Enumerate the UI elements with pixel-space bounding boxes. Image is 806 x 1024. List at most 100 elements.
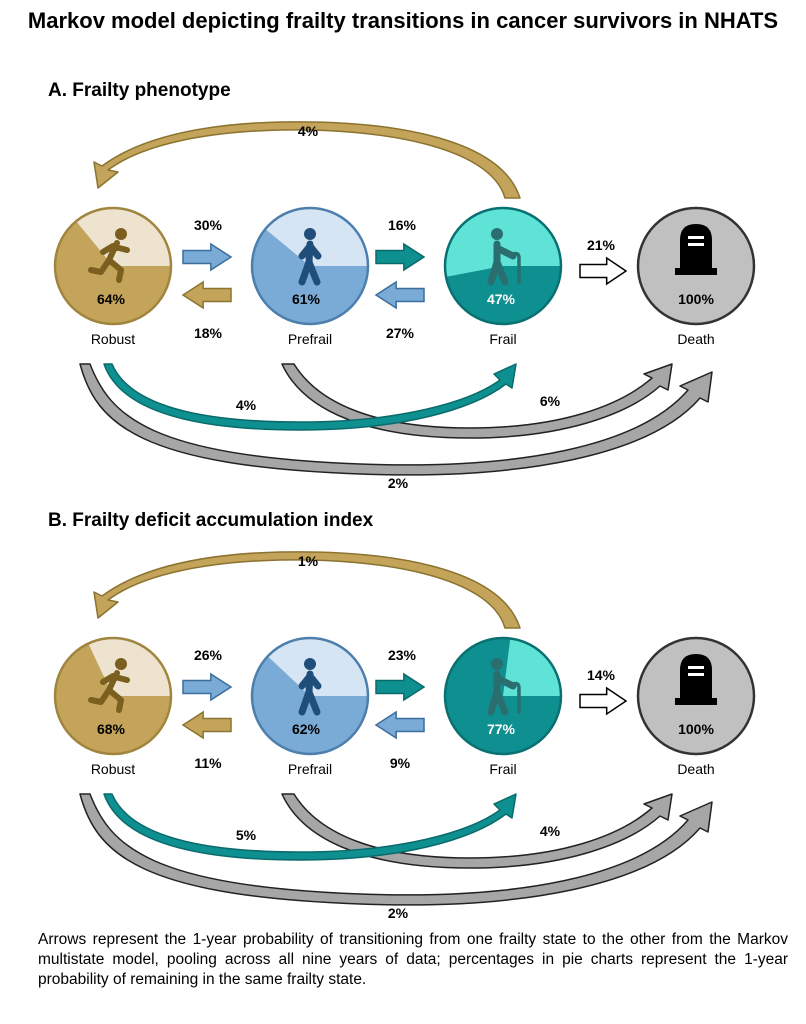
tombstone-icon <box>675 654 717 705</box>
label-robust-to-death: 2% <box>388 905 409 921</box>
label-robust-to-frail: 5% <box>236 827 257 843</box>
arrow-prefrail-to-robust <box>181 710 232 740</box>
cane <box>511 251 521 284</box>
panel-b-heading: B. Frailty deficit accumulation index <box>48 510 374 531</box>
runner-head <box>115 658 127 670</box>
tombstone-body <box>680 224 712 270</box>
panel-a-diagram: 4% 64% 61% 47% 100% Robust Prefrail Frail Death 3… <box>53 121 756 491</box>
label-robust-to-death: 2% <box>388 475 409 491</box>
stay-frail-value: 47% <box>487 291 516 307</box>
runner-body <box>88 240 130 283</box>
arrow-robust-to-death <box>79 363 713 476</box>
label-prefrail-to-robust: 11% <box>194 755 222 771</box>
prefrail-pie-outline <box>250 206 370 326</box>
arrow-robust-to-frail <box>103 793 517 861</box>
tombstone-line <box>688 673 704 676</box>
death-pie-outline <box>636 636 756 756</box>
label-frail-to-robust: 4% <box>298 123 319 139</box>
tombstone-icon <box>675 224 717 275</box>
stay-death-value: 100% <box>678 721 714 737</box>
runner-head <box>115 228 127 240</box>
cane-person-body <box>487 240 517 286</box>
death-state-label: Death <box>677 331 714 347</box>
figure-caption: Arrows represent the 1-year probability … <box>38 931 788 988</box>
tombstone-body <box>680 654 712 700</box>
person-with-cane-icon <box>487 228 521 286</box>
running-person-icon <box>88 228 130 283</box>
walking-person-icon <box>298 658 322 716</box>
death-pie-outline <box>636 206 756 326</box>
robust-state-label: Robust <box>91 761 135 777</box>
arrow-prefrail-to-frail <box>375 242 426 272</box>
walker-body <box>298 240 322 286</box>
cane-person-head <box>491 228 503 240</box>
tombstone-line <box>688 236 704 239</box>
stay-frail-value: 77% <box>487 721 516 737</box>
frail-state-label: Frail <box>489 331 516 347</box>
prefrail-pie-outline <box>250 636 370 756</box>
label-prefrail-to-robust: 18% <box>194 325 223 341</box>
frail-state-label: Frail <box>489 761 516 777</box>
cane-person-body <box>487 670 517 716</box>
figure-title: Markov model depicting frailty transitio… <box>27 8 779 33</box>
tombstone-base <box>675 268 717 275</box>
cane-person-head <box>491 658 503 670</box>
arrow-robust-to-death <box>79 793 713 906</box>
arrow-frail-to-robust <box>93 551 521 629</box>
frail-pie-stay-slice <box>446 266 561 325</box>
stay-prefrail-value: 62% <box>292 721 321 737</box>
prefrail-state-label: Prefrail <box>288 761 332 777</box>
robust-pie-outline <box>53 206 173 326</box>
label-frail-to-prefrail: 9% <box>390 755 411 771</box>
label-frail-to-prefrail: 27% <box>386 325 415 341</box>
running-person-icon <box>88 658 130 713</box>
walker-body <box>298 670 322 716</box>
label-frail-to-death: 14% <box>587 667 616 683</box>
stay-robust-value: 68% <box>97 721 126 737</box>
label-robust-to-frail: 4% <box>236 397 257 413</box>
prefrail-pie-stay-slice <box>251 229 368 324</box>
robust-pie-stay-slice <box>54 221 171 324</box>
label-prefrail-to-frail: 23% <box>388 647 417 663</box>
walker-head <box>304 228 316 240</box>
panel-b-diagram: 1% 68% 62% 77% 100% Robust Prefrail Frail Death 2… <box>53 551 756 921</box>
tombstone-base <box>675 698 717 705</box>
arrow-robust-to-prefrail <box>182 672 233 702</box>
label-frail-to-robust: 1% <box>298 553 319 569</box>
robust-pie-outline <box>53 636 173 756</box>
prefrail-state-label: Prefrail <box>288 331 332 347</box>
arrow-frail-to-prefrail <box>374 280 425 310</box>
label-prefrail-to-death: 6% <box>540 393 561 409</box>
frail-pie-outline <box>443 636 563 756</box>
arrow-frail-to-death <box>579 256 628 286</box>
runner-body <box>88 670 130 713</box>
label-robust-to-prefrail: 26% <box>194 647 223 663</box>
prefrail-pie-stay-slice <box>252 656 368 754</box>
walker-head <box>304 658 316 670</box>
arrow-robust-to-prefrail <box>182 242 233 272</box>
cane <box>511 681 521 714</box>
person-with-cane-icon <box>487 658 521 716</box>
death-state-label: Death <box>677 761 714 777</box>
panel-a-heading: A. Frailty phenotype <box>48 80 231 101</box>
arrow-prefrail-to-robust <box>181 280 232 310</box>
stay-robust-value: 64% <box>97 291 126 307</box>
robust-state-node <box>53 206 173 326</box>
arrow-frail-to-robust <box>93 121 521 199</box>
label-prefrail-to-death: 4% <box>540 823 561 839</box>
frail-state-node <box>443 206 563 326</box>
label-robust-to-prefrail: 30% <box>194 217 223 233</box>
robust-pie-stay-slice <box>55 643 171 754</box>
arrow-frail-to-prefrail <box>374 710 425 740</box>
tombstone-line <box>688 666 704 669</box>
tombstone-line <box>688 243 704 246</box>
robust-state-label: Robust <box>91 331 135 347</box>
walking-person-icon <box>298 228 322 286</box>
label-frail-to-death: 21% <box>587 237 616 253</box>
arrow-robust-to-frail <box>103 363 517 431</box>
frail-pie-stay-slice <box>445 638 561 754</box>
stay-prefrail-value: 61% <box>292 291 321 307</box>
frail-pie-outline <box>443 206 563 326</box>
stay-death-value: 100% <box>678 291 714 307</box>
arrow-frail-to-death <box>579 686 628 716</box>
